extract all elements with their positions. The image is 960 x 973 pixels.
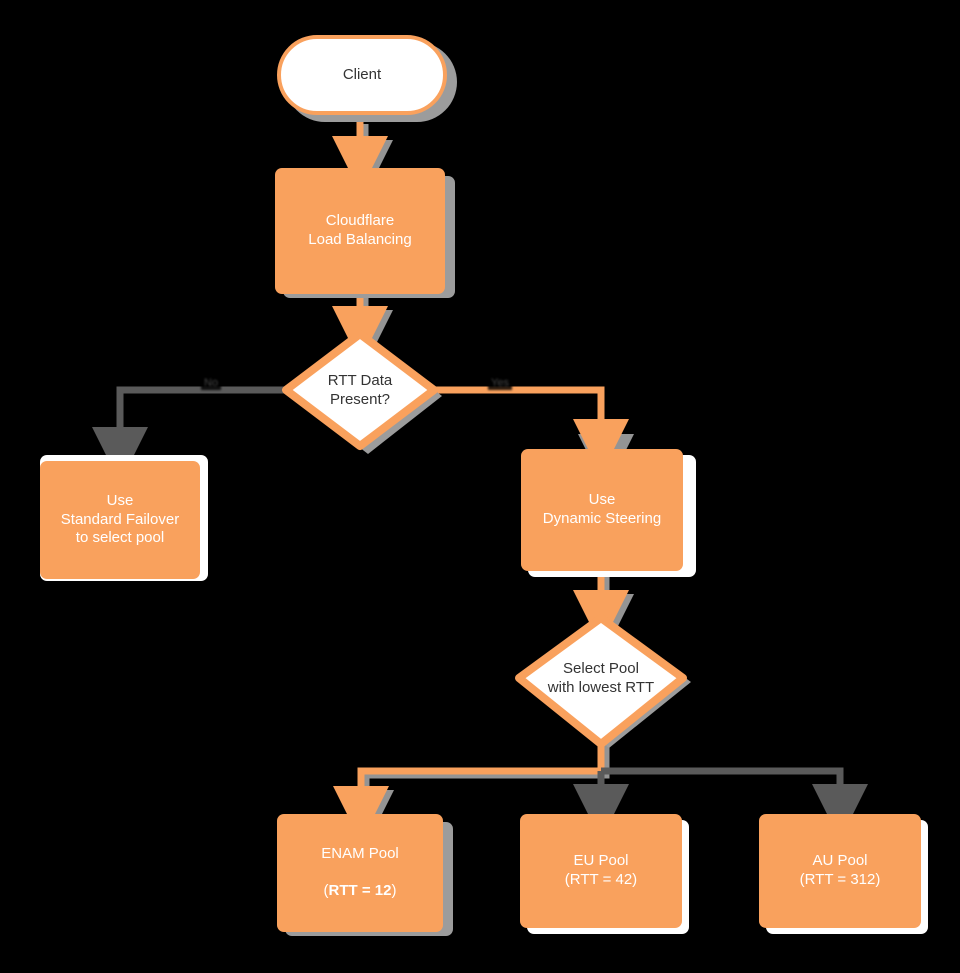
node-eu-pool-name: EU Pool bbox=[573, 852, 629, 870]
edge-label-no: No bbox=[201, 376, 222, 390]
node-client-label: Client bbox=[342, 65, 382, 83]
node-load-balancing-label: Cloudflare Load Balancing bbox=[308, 212, 412, 248]
node-enam-pool-name: ENAM Pool bbox=[321, 844, 399, 862]
node-rtt-decision-label: RTT Data Present? bbox=[327, 372, 393, 408]
enam-paren-close: ) bbox=[391, 882, 397, 900]
node-enam-pool-rtt: (RTT = 12) bbox=[324, 864, 397, 902]
enam-paren-open: ( bbox=[323, 882, 329, 900]
node-dynamic-steering-label: Use Dynamic Steering bbox=[542, 491, 662, 527]
node-au-pool-rtt: (RTT = 312) bbox=[799, 871, 881, 888]
edge-label-yes: Yes bbox=[488, 376, 512, 390]
node-eu-pool-rtt: (RTT = 42) bbox=[564, 871, 638, 888]
node-select-pool-label: Select Pool with lowest RTT bbox=[547, 660, 655, 696]
node-au-pool-name: AU Pool bbox=[812, 852, 868, 870]
node-standard-failover-label: Use Standard Failover to select pool bbox=[60, 491, 180, 547]
enam-rtt-value: RTT = 12 bbox=[328, 882, 392, 900]
